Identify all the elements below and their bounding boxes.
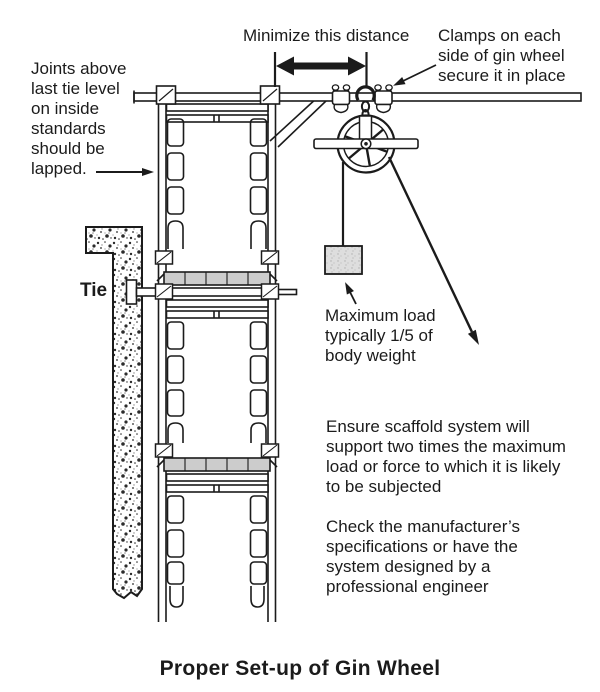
max-load-arrow bbox=[345, 282, 357, 305]
platform-planks bbox=[156, 271, 278, 472]
scaffold-standards bbox=[157, 90, 277, 622]
cantilever-brace bbox=[269, 96, 327, 148]
shackle-link bbox=[360, 100, 371, 113]
dimension-indicator bbox=[273, 52, 368, 87]
tie-label: Tie bbox=[80, 280, 108, 301]
left-clamp bbox=[331, 84, 351, 114]
couplers bbox=[154, 250, 280, 458]
double-arrow bbox=[276, 56, 366, 76]
callout-arrows bbox=[96, 64, 437, 305]
ensure-note: Ensure scaffold system will support two … bbox=[326, 417, 566, 496]
joints-note: Joints above last tie level on inside st… bbox=[31, 59, 127, 178]
right-clamp bbox=[374, 84, 393, 114]
wall-section bbox=[85, 226, 143, 600]
check-note: Check the manufacturer’s specifications … bbox=[326, 517, 521, 596]
pull-rope bbox=[387, 156, 473, 333]
max-load-note: Maximum load typically 1/5 of body weigh… bbox=[325, 306, 436, 365]
hoist-rope bbox=[341, 156, 479, 345]
tie-tube bbox=[125, 279, 298, 305]
diagram-title: Proper Set-up of Gin Wheel bbox=[159, 657, 441, 680]
load-box bbox=[324, 245, 363, 275]
clamps-arrow bbox=[393, 64, 437, 86]
pull-direction-arrowhead bbox=[467, 329, 479, 345]
scaffold-frames bbox=[165, 103, 269, 608]
minimize-distance-label: Minimize this distance bbox=[243, 26, 410, 45]
clamps-note: Clamps on each side of gin wheel secure … bbox=[438, 26, 566, 85]
